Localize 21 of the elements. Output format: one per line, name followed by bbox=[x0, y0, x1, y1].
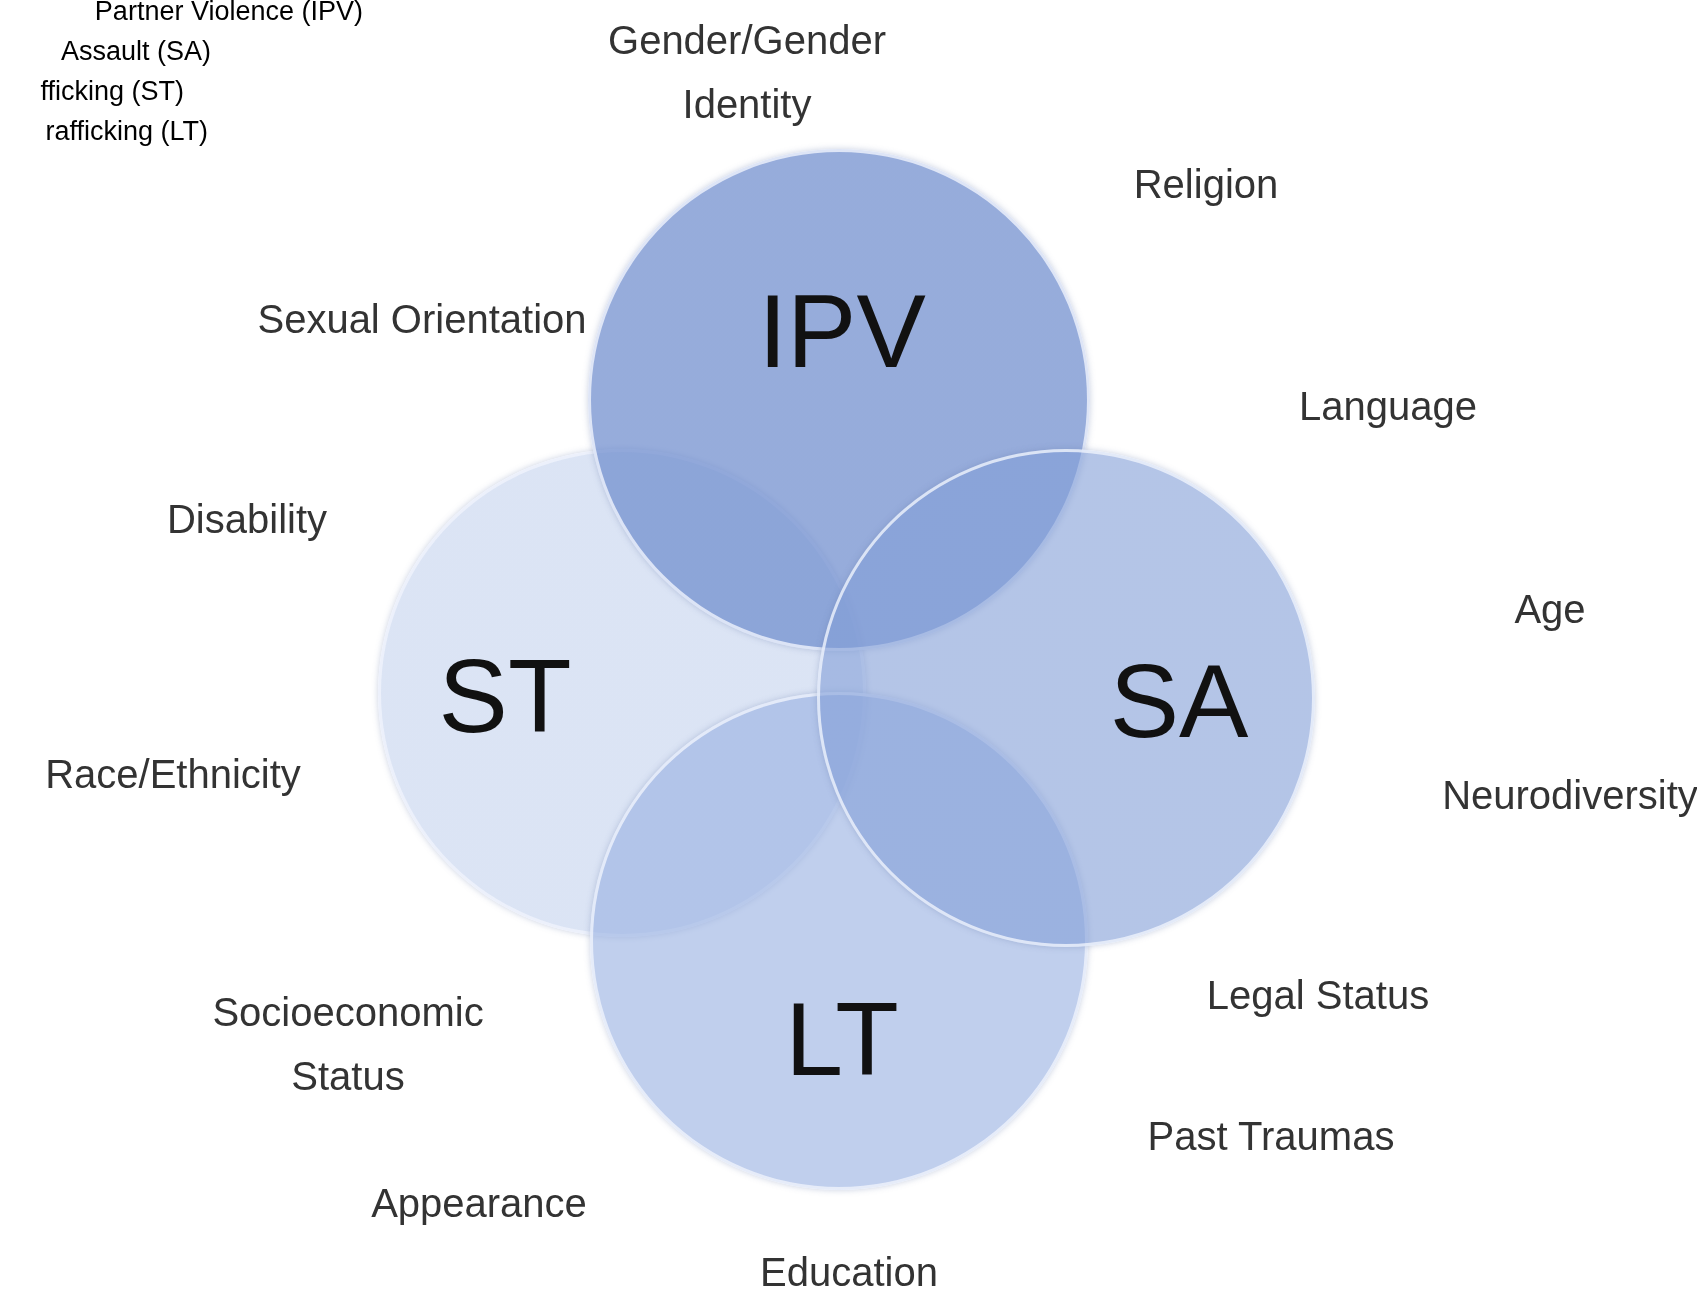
legend-text: fficking (ST) bbox=[40, 77, 184, 105]
factor-label: Race/Ethnicity bbox=[45, 751, 301, 798]
factor-label: Disability bbox=[167, 496, 327, 543]
factor-label: Appearance bbox=[371, 1180, 587, 1227]
factor-label: Socioeconomic Status bbox=[211, 989, 485, 1100]
factor-label: Gender/Gender Identity bbox=[607, 17, 887, 128]
circle-label: SA bbox=[1109, 649, 1249, 753]
circle-label: ST bbox=[438, 644, 572, 748]
legend-text: Assault (SA) bbox=[60, 37, 211, 65]
legend-text: Partner Violence (IPV) bbox=[94, 0, 363, 25]
circle-label: LT bbox=[785, 987, 899, 1091]
factor-label: Sexual Orientation bbox=[257, 296, 587, 343]
factor-label: Legal Status bbox=[1206, 972, 1430, 1019]
factor-label: Past Traumas bbox=[1147, 1113, 1395, 1160]
factor-label: Neurodiversity bbox=[1442, 772, 1697, 819]
factor-label: Language bbox=[1299, 383, 1477, 430]
legend-text: rafficking (LT) bbox=[45, 117, 208, 145]
circle-label: IPV bbox=[758, 279, 926, 383]
factor-label: Age bbox=[1514, 586, 1586, 633]
factor-label: Education bbox=[760, 1249, 938, 1296]
factor-label: Religion bbox=[1133, 161, 1279, 208]
